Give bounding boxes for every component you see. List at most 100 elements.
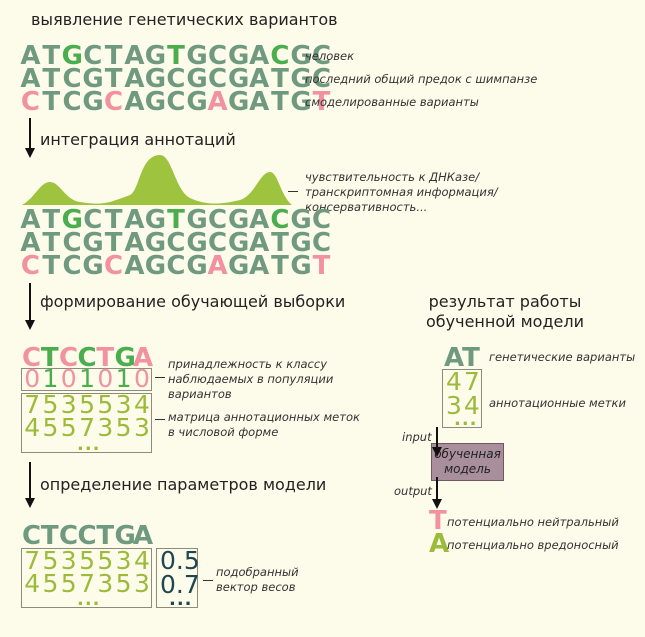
nucleotide: A	[124, 251, 145, 281]
nucleotide: A	[249, 251, 270, 281]
nucleotide: A	[20, 228, 41, 258]
nucleotide: T	[104, 228, 123, 258]
output-variant: A	[429, 529, 450, 559]
nucleotide: C	[62, 251, 82, 281]
result-title-line: результат работы	[428, 292, 582, 311]
weights-ellipsis: ...	[169, 589, 193, 610]
weight-value: 0.7	[160, 570, 200, 599]
matrix-value: 5	[42, 546, 59, 575]
matrix-label-line: в числовой форме	[168, 425, 279, 439]
nucleotide: C	[22, 343, 42, 373]
input-label: input	[402, 430, 432, 444]
weights-box	[156, 548, 198, 608]
nucleotide: C	[270, 205, 290, 235]
nucleotide: C	[20, 87, 40, 117]
nucleotide: G	[61, 205, 83, 235]
nucleotide: G	[82, 251, 104, 281]
nucleotide: T	[104, 41, 123, 71]
matrix-value: 3	[115, 546, 132, 575]
matrix-value: 3	[133, 413, 150, 442]
nucleotide: C	[208, 205, 228, 235]
nucleotide: A	[20, 41, 41, 71]
matrix-box	[21, 548, 152, 608]
nucleotide: C	[166, 251, 186, 281]
step1-title: выявление генетических вариантов	[31, 10, 338, 29]
nucleotide: T	[104, 64, 123, 94]
nucleotide: C	[208, 228, 228, 258]
annotation-signal-wave	[22, 155, 292, 205]
nucleotide: G	[290, 87, 312, 117]
class-label-line: принадлежность к классу	[168, 357, 328, 371]
matrix-label: матрица аннотационных меток в числовой ф…	[168, 410, 360, 440]
nucleotide: T	[96, 343, 115, 373]
matrix-value: 3	[97, 413, 114, 442]
matrix-ellipsis: ...	[77, 589, 101, 610]
nucleotide: C	[77, 521, 97, 551]
weight-value: 0.5	[160, 546, 200, 575]
nucleotide: G	[61, 41, 83, 71]
wave-label: чувствительность к ДНКазе/ транскриптомн…	[305, 170, 498, 215]
nucleotide: G	[290, 228, 312, 258]
matrix-value: 5	[115, 569, 132, 598]
nucleotide: G	[290, 251, 312, 281]
class-digit: 0	[60, 364, 77, 393]
nucleotide: G	[114, 343, 136, 373]
input-arrow-icon	[432, 427, 442, 457]
wave-label-line: консервативность...	[305, 200, 428, 214]
annotation-row: 47	[446, 367, 482, 396]
sequence-label: смоделированные варианты	[305, 95, 479, 109]
nucleotide: G	[227, 205, 250, 235]
nucleotide: C	[208, 41, 228, 71]
model-label-line: обученная	[434, 447, 501, 461]
nucleotide: A	[249, 228, 270, 258]
matrix-value: 5	[60, 413, 77, 442]
nucleotide: T	[40, 521, 59, 551]
matrix-value: 5	[42, 413, 59, 442]
wave-label-line: чувствительность к ДНКазе/	[305, 170, 480, 184]
nucleotide: G	[144, 205, 167, 235]
nucleotide: C	[312, 205, 332, 235]
nucleotide: C	[62, 64, 82, 94]
nucleotide: A	[249, 41, 270, 71]
nucleotide: T	[96, 521, 115, 551]
nucleotide: A	[133, 343, 154, 373]
nucleotide: G	[186, 205, 208, 235]
nucleotide: C	[83, 205, 103, 235]
nucleotide: A	[124, 41, 145, 71]
nucleotide: C	[312, 228, 332, 258]
nucleotide: A	[249, 87, 270, 117]
nucleotide: C	[83, 41, 103, 71]
nucleotide: A	[20, 64, 41, 94]
matrix-value: 4	[133, 546, 150, 575]
nucleotide: T	[167, 205, 185, 235]
nucleotide: T	[40, 343, 59, 373]
matrix-value: 3	[60, 390, 77, 419]
nucleotide: G	[186, 64, 208, 94]
nucleotide: A	[249, 205, 270, 235]
step4-title: определение параметров модели	[40, 475, 327, 494]
annotations-box	[442, 369, 482, 428]
nucleotide: T	[312, 87, 331, 117]
nucleotide: T	[312, 251, 331, 281]
result-title: результат работы обученной модели	[405, 292, 605, 332]
matrix-label-line: матрица аннотационных меток	[168, 410, 360, 424]
wave-label-line: транскриптомная информация/	[305, 185, 498, 199]
matrix-box	[21, 393, 152, 453]
arrow-down-icon	[25, 118, 35, 158]
nucleotide: G	[227, 228, 250, 258]
nucleotide: G	[82, 228, 104, 258]
annotations-ellipsis: ...	[454, 409, 478, 430]
nucleotide: A	[20, 205, 41, 235]
nucleotide: G	[114, 521, 136, 551]
nucleotide: G	[227, 41, 250, 71]
nucleotide: G	[144, 64, 167, 94]
weights-label: подобранный вектор весов	[216, 565, 299, 595]
